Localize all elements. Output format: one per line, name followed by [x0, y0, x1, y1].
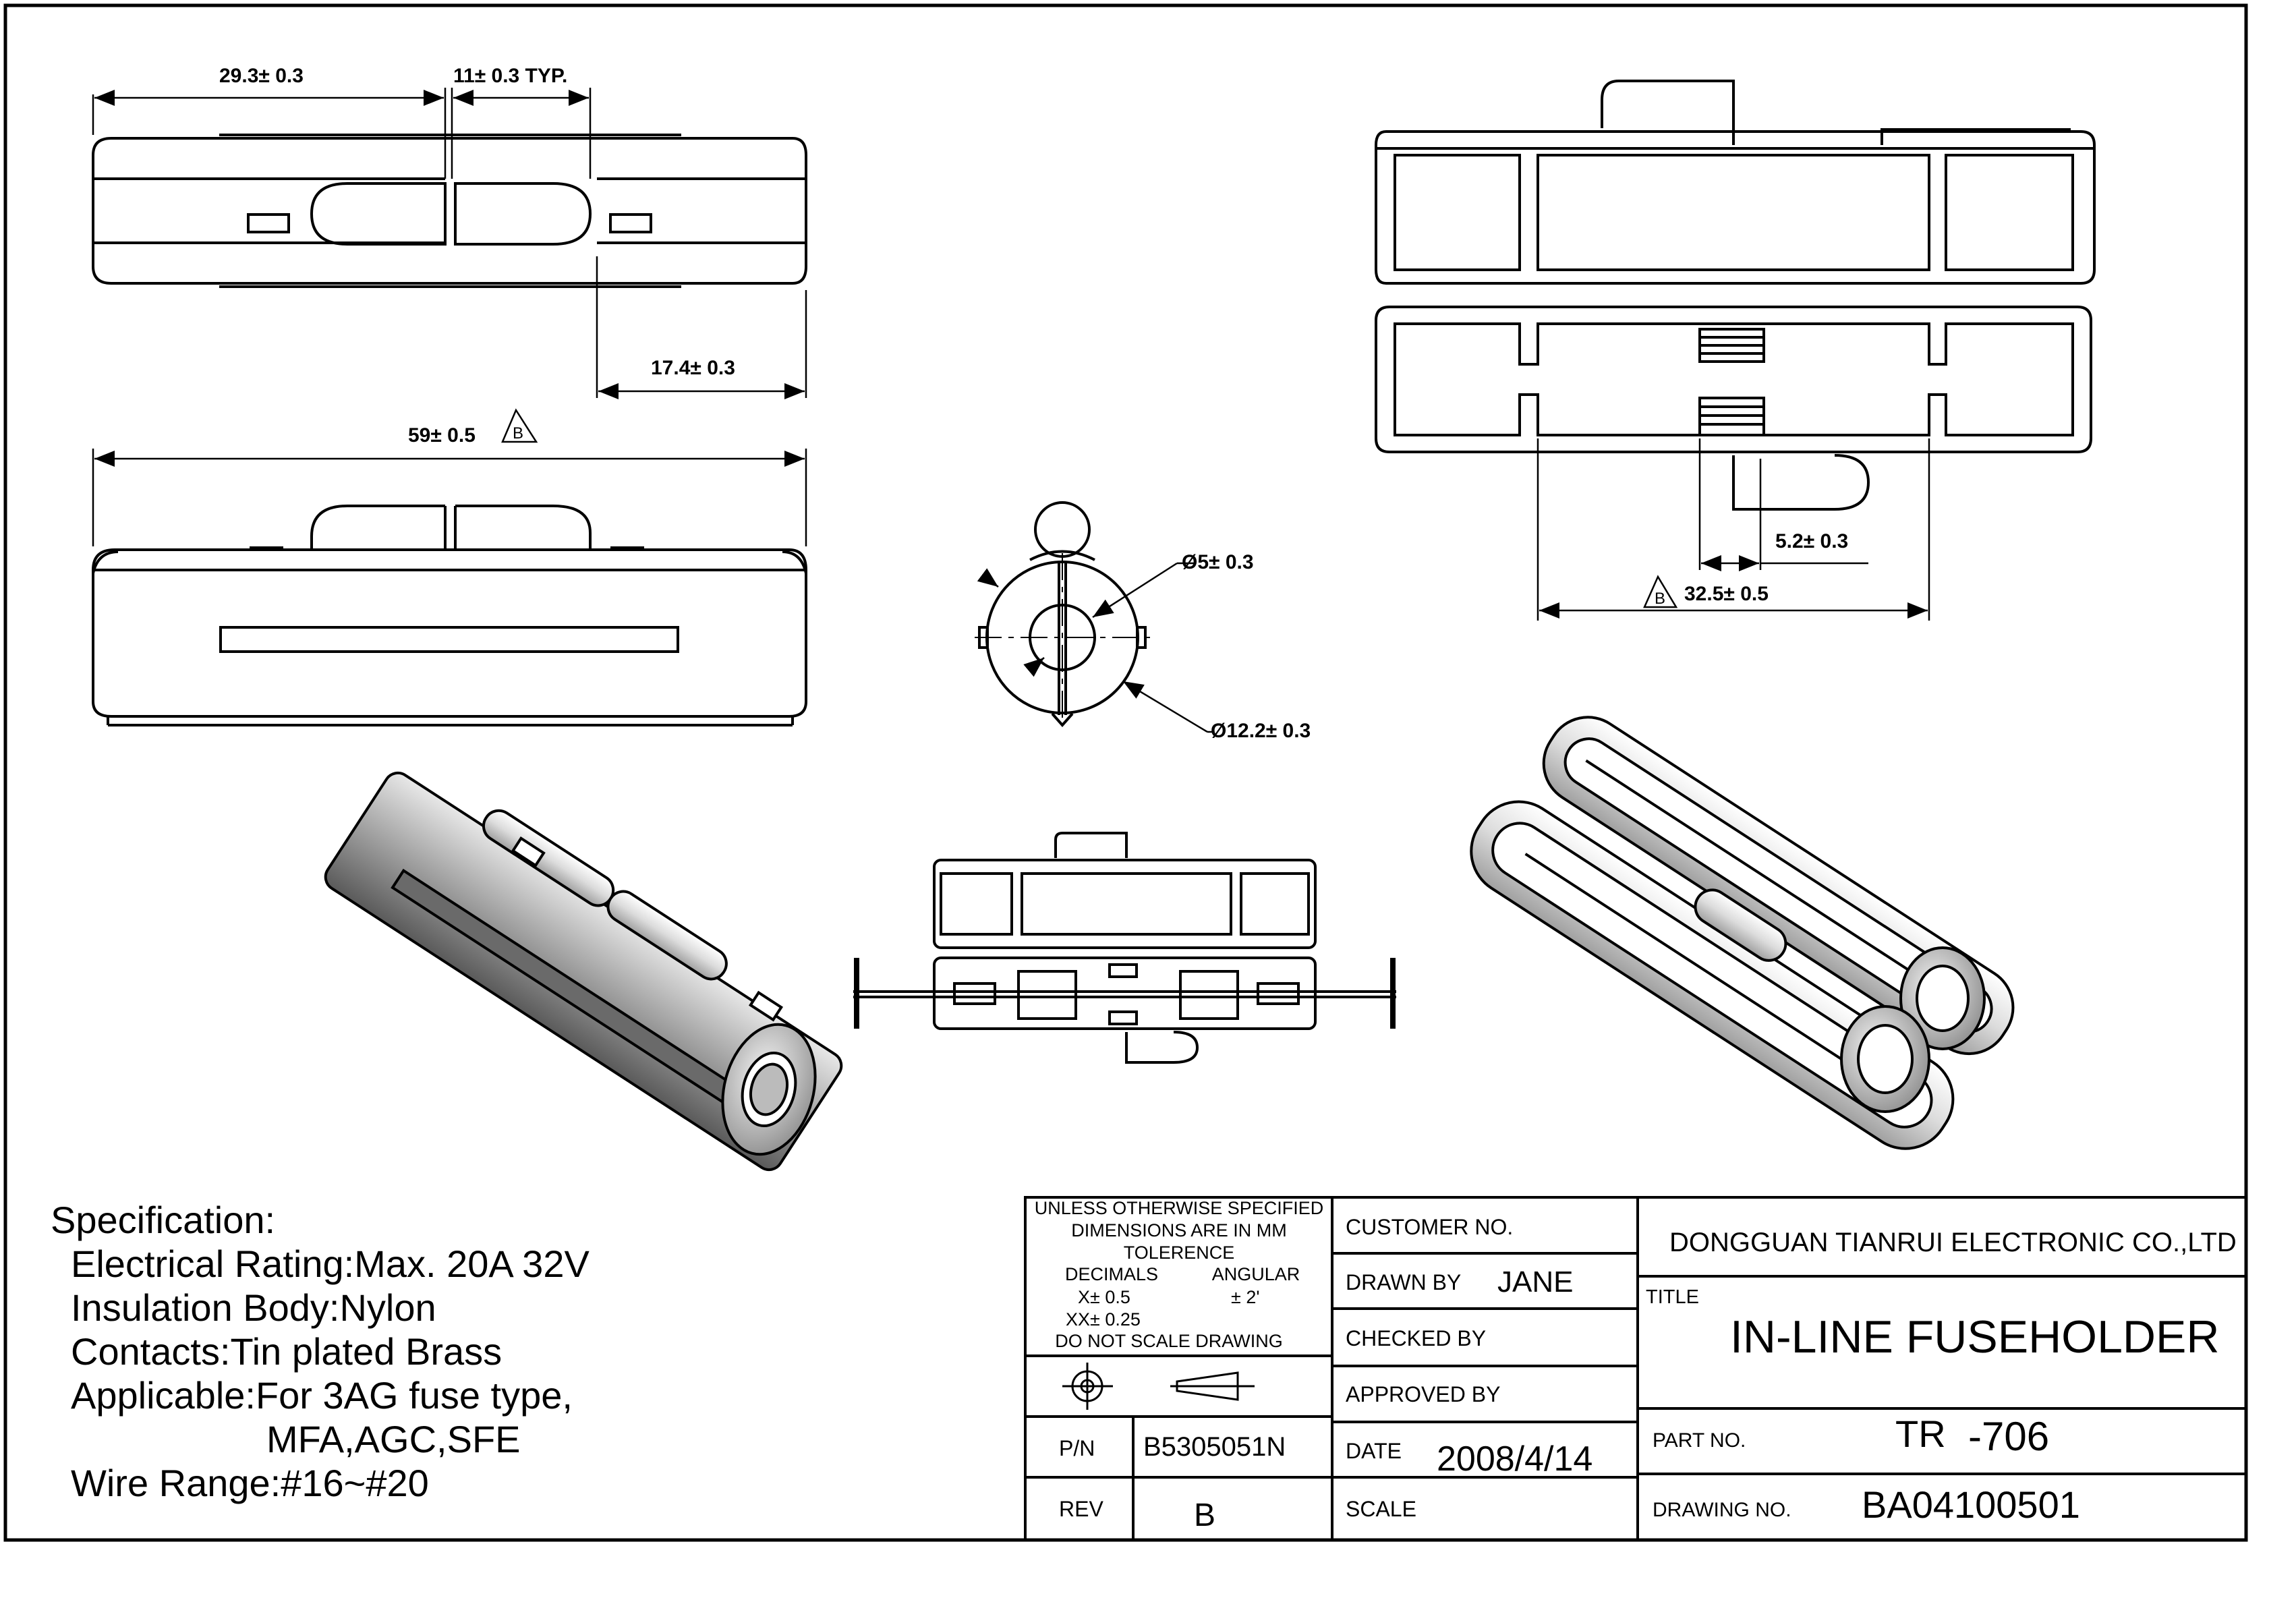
projection-symbols	[1062, 1363, 1255, 1410]
note-xx-tol: XX± 0.25	[1066, 1309, 1141, 1330]
title-label: TITLE	[1646, 1286, 1699, 1308]
pn-label: P/N	[1059, 1436, 1095, 1460]
rev-value: B	[1194, 1497, 1215, 1533]
top-view-dimensions	[92, 88, 807, 399]
note-angular-tol: ± 2'	[1231, 1287, 1260, 1307]
spec-contacts: Contacts:Tin plated Brass	[71, 1330, 502, 1373]
title-block	[1024, 1196, 2247, 1541]
open-view-dimensions	[1537, 438, 1930, 621]
note-decimals: DECIMALS	[1065, 1264, 1158, 1284]
dim-5-2: 5.2± 0.3	[1775, 530, 1848, 552]
part-no-label: PART NO.	[1653, 1429, 1746, 1452]
part-no-prefix: TR	[1895, 1412, 1946, 1455]
dim-17-4: 17.4± 0.3	[651, 357, 735, 379]
dim-dia-5: Ø5± 0.3	[1182, 551, 1254, 573]
title-value: IN-LINE FUSEHOLDER	[1730, 1311, 2219, 1363]
date-value: 2008/4/14	[1437, 1439, 1592, 1479]
open-view	[1375, 80, 2096, 511]
spec-applicable: Applicable:For 3AG fuse type,	[71, 1374, 573, 1417]
spec-wire-range: Wire Range:#16~#20	[71, 1462, 429, 1504]
rev-triangle-b-bottom: B	[1655, 590, 1665, 608]
pn-value: B5305051N	[1143, 1432, 1286, 1462]
date-label: DATE	[1346, 1439, 1402, 1463]
rev-label: REV	[1059, 1497, 1103, 1521]
spec-insulation-body: Insulation Body:Nylon	[71, 1286, 436, 1329]
dim-59: 59± 0.5	[408, 424, 476, 447]
overall-length-dimension	[92, 408, 807, 546]
side-view	[92, 505, 807, 726]
end-view-leaders	[977, 562, 1214, 733]
note-angular: ANGULAR	[1212, 1264, 1300, 1284]
drawing-no-label: DRAWING NO.	[1653, 1499, 1791, 1521]
dim-32-5: 32.5± 0.5	[1684, 583, 1769, 605]
note-no-scale: DO NOT SCALE DRAWING	[1055, 1331, 1283, 1351]
title-block-notes: UNLESS OTHERWISE SPECIFIED DIMENSIONS AR…	[1035, 1198, 1324, 1351]
cone-projection-icon	[1176, 1371, 1239, 1401]
rev-triangle-b-top: B	[513, 424, 523, 443]
note-dimensions-mm: DIMENSIONS ARE IN MM	[1071, 1220, 1287, 1240]
drawn-by-value: JANE	[1497, 1265, 1573, 1299]
spec-electrical-rating: Electrical Rating:Max. 20A 32V	[71, 1243, 590, 1285]
spec-heading: Specification:	[51, 1199, 275, 1241]
checked-by-label: CHECKED BY	[1346, 1326, 1486, 1350]
scale-label: SCALE	[1346, 1497, 1416, 1521]
drawing-no-value: BA04100501	[1862, 1483, 2080, 1526]
closed-isometric-view	[324, 771, 843, 1172]
end-view-centerlines	[975, 553, 1150, 722]
top-view	[92, 134, 807, 288]
dim-dia-12-2: Ø12.2± 0.3	[1211, 720, 1311, 742]
company-name: DONGGUAN TIANRUI ELECTRONIC CO.,LTD	[1669, 1228, 2237, 1257]
approved-by-label: APPROVED BY	[1346, 1382, 1500, 1406]
note-tolerence: TOLERENCE	[1124, 1243, 1235, 1263]
drawn-by-label: DRAWN BY	[1346, 1270, 1461, 1294]
dim-29-3: 29.3± 0.3	[219, 65, 304, 87]
assembled-view	[853, 832, 1396, 1064]
customer-no-label: CUSTOMER NO.	[1346, 1215, 1513, 1239]
specification-block: Specification: Electrical Rating:Max. 20…	[51, 1199, 590, 1504]
note-x-tol: X± 0.5	[1078, 1287, 1130, 1307]
note-unless: UNLESS OTHERWISE SPECIFIED	[1035, 1198, 1324, 1218]
part-no-value: -706	[1968, 1414, 2049, 1459]
spec-applicable-types: MFA,AGC,SFE	[266, 1418, 521, 1460]
dim-11-typ: 11± 0.3 TYP.	[453, 65, 567, 87]
open-isometric-view	[1470, 716, 2015, 1150]
